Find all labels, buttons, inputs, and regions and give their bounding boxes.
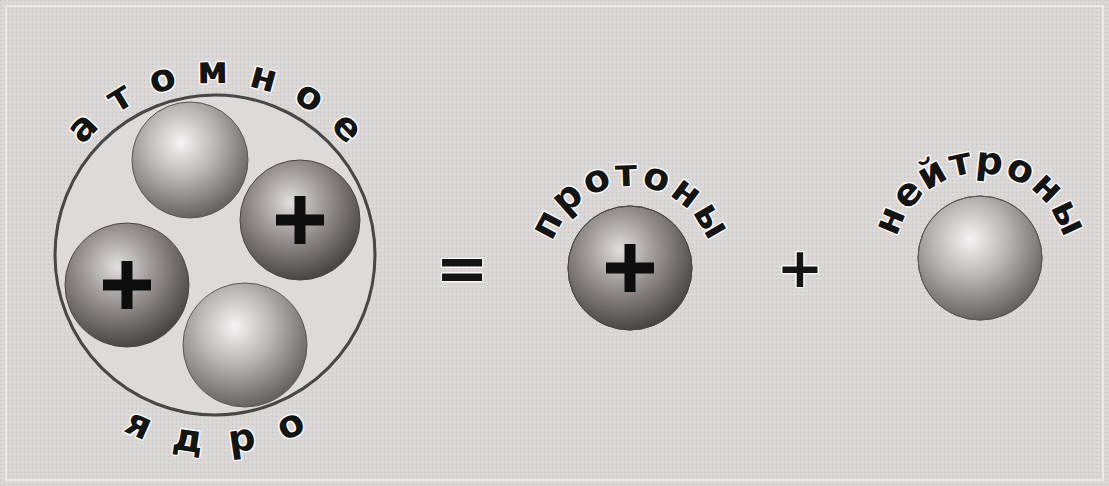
arc-letter: а — [59, 104, 104, 149]
arc-letter: я — [120, 401, 158, 446]
neutron-ball — [183, 283, 307, 407]
nucleus-circle: атомноеядро — [20, 35, 410, 480]
arc-letter: о — [289, 73, 331, 119]
operator-sign: + — [777, 240, 824, 296]
arched-label: атомное — [20, 35, 410, 480]
outline-circle — [918, 196, 1042, 320]
arc-letter: о — [144, 56, 180, 100]
arched-label: ядро — [20, 35, 410, 480]
charge-plus — [276, 196, 324, 244]
arc-letter: н — [246, 55, 281, 99]
frame — [6, 6, 1103, 480]
outline-circle — [55, 95, 375, 415]
arc-letter: м — [197, 51, 229, 89]
arc-letter: р — [974, 140, 1005, 181]
proton-ball — [240, 160, 360, 280]
proton-ball — [568, 206, 692, 330]
neutron-ball — [132, 102, 248, 218]
neutron-node: нейтроны — [870, 140, 1090, 340]
charge-plus — [103, 261, 151, 309]
nucleus-fill — [57, 97, 373, 413]
arc-letter: е — [325, 104, 370, 149]
arc-letter: д — [171, 417, 207, 459]
arc-letter: т — [99, 75, 138, 119]
outline-circle — [568, 206, 692, 330]
arc-letter: о — [270, 401, 309, 446]
node-outline — [20, 35, 410, 480]
operator-sign: = — [435, 236, 489, 300]
arched-label: нейтроны — [870, 140, 1090, 340]
charge-plus — [606, 244, 654, 292]
arc-letter: т — [615, 154, 638, 193]
neutron-ball — [918, 196, 1042, 320]
arc-letter: р — [225, 417, 257, 459]
proton-ball — [65, 223, 189, 347]
proton-node: протоны — [520, 150, 740, 350]
arched-label: протоны — [520, 150, 740, 350]
